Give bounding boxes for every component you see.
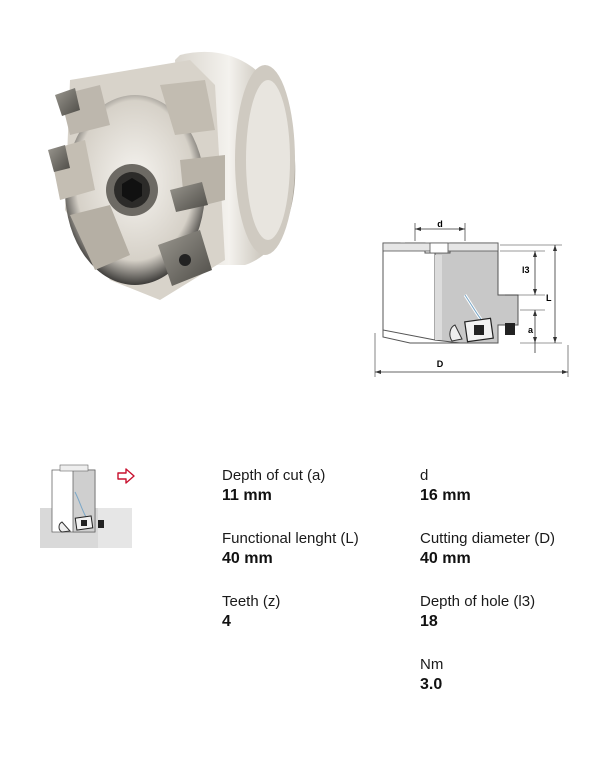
- product-photo: [48, 51, 296, 300]
- spec-value-depth-of-hole: 18: [420, 613, 438, 630]
- dim-label-d: d: [437, 219, 443, 229]
- spec-label-depth-of-hole: Depth of hole (l3): [420, 593, 536, 610]
- spec-value-nm: 3.0: [420, 676, 443, 693]
- spec-label-cutting-diameter: Cutting diameter (D): [420, 530, 556, 547]
- spec-label-functional-length: Functional lenght (L): [222, 530, 359, 547]
- dim-label-l3: l3: [522, 265, 530, 275]
- spec-label-d: d: [420, 467, 429, 484]
- spec-value-depth-of-cut: 11 mm: [222, 487, 272, 504]
- technical-drawing: d l3 L a D: [374, 219, 569, 377]
- dim-label-D: D: [437, 359, 444, 369]
- dim-label-a: a: [528, 325, 534, 335]
- spec-label-depth-of-cut: Depth of cut (a): [222, 467, 326, 484]
- spec-value-d: 16 mm: [420, 487, 471, 504]
- dim-label-L: L: [546, 293, 552, 303]
- spec-label-teeth: Teeth (z): [222, 593, 281, 610]
- spec-value-functional-length: 40 mm: [222, 550, 273, 567]
- arrow-right-outline-icon: [117, 468, 135, 484]
- spec-value-cutting-diameter: 40 mm: [420, 550, 471, 567]
- spec-value-teeth: 4: [222, 613, 231, 630]
- spec-label-nm: Nm: [420, 656, 444, 673]
- application-diagram: [40, 464, 132, 548]
